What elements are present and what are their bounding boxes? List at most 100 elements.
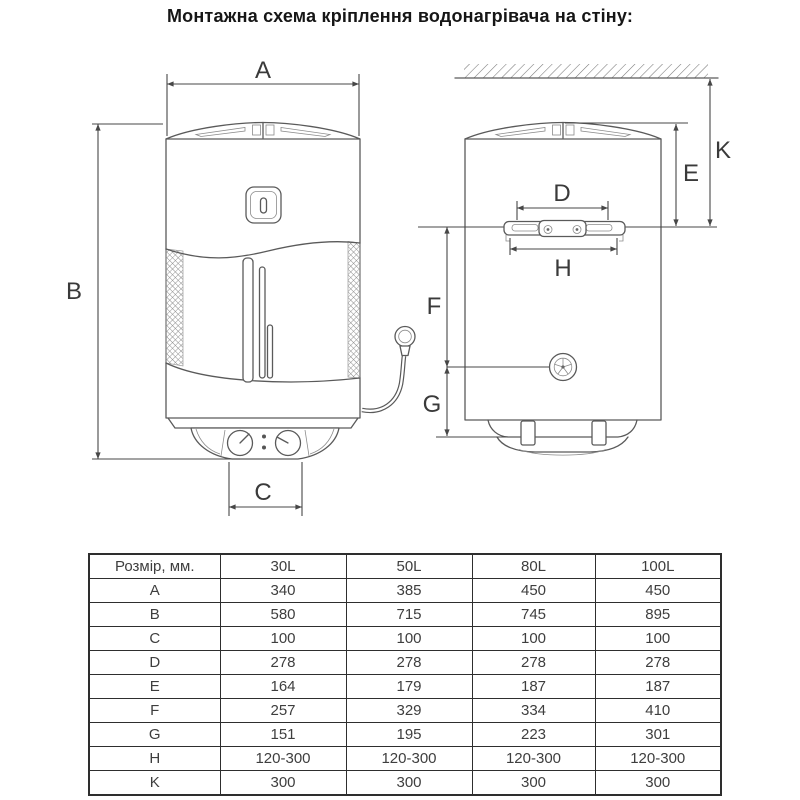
dimension-letter-cell: D [88, 650, 221, 675]
dimension-value-cell: 179 [345, 674, 473, 699]
dimension-value-cell: 187 [471, 674, 596, 699]
dim-g: G [423, 367, 508, 438]
dimension-value-cell: 278 [345, 650, 473, 675]
dimension-value-cell: 278 [219, 650, 347, 675]
dimension-letter-cell: A [88, 578, 221, 603]
dimension-value-cell: 300 [219, 770, 347, 796]
power-plug [394, 325, 416, 357]
rear-body [464, 138, 662, 421]
dim-label-b: B [66, 278, 82, 305]
dim-f: F [427, 227, 450, 367]
rear-view: K E D H F [418, 64, 731, 456]
dimension-letter-cell: K [88, 770, 221, 796]
dimension-value-cell: 580 [219, 602, 347, 627]
col-header-volume: 100L [594, 553, 722, 579]
col-header-volume: 30L [219, 553, 347, 579]
rear-vent-slots [494, 124, 632, 137]
dimension-value-cell: 164 [219, 674, 347, 699]
dimension-value-cell: 257 [219, 698, 347, 723]
col-header-volume: 50L [345, 553, 473, 579]
dim-label-e: E [683, 160, 699, 187]
display-panel [245, 186, 282, 224]
dim-label-a: A [255, 57, 271, 84]
col-header-volume: 80L [471, 553, 596, 579]
dimension-value-cell: 120-300 [594, 746, 722, 771]
front-hatch-bands [165, 241, 361, 379]
dim-a: A [166, 57, 360, 136]
dimension-value-cell: 151 [219, 722, 347, 747]
power-cable [361, 355, 407, 414]
dim-label-d: D [553, 180, 570, 207]
temp-knob-right [274, 429, 302, 457]
temp-knob-left [226, 429, 254, 457]
dimension-value-cell: 100 [345, 626, 473, 651]
dimension-letter-cell: B [88, 602, 221, 627]
pipe-right [591, 420, 607, 446]
front-view: A B C [66, 57, 416, 516]
dim-label-c: C [254, 479, 271, 506]
mounting-bracket [503, 219, 626, 242]
dim-b: B [66, 123, 240, 460]
dimension-value-cell: 120-300 [471, 746, 596, 771]
dimension-value-cell: 100 [594, 626, 722, 651]
dim-label-g: G [423, 391, 442, 418]
dimension-value-cell: 329 [345, 698, 473, 723]
dimension-value-cell: 187 [594, 674, 722, 699]
dimension-value-cell: 100 [471, 626, 596, 651]
dim-label-k: K [715, 137, 731, 164]
pipe-left [520, 420, 536, 446]
dimension-value-cell: 745 [471, 602, 596, 627]
dimension-value-cell: 100 [219, 626, 347, 651]
dimension-value-cell: 300 [345, 770, 473, 796]
dimension-value-cell: 385 [345, 578, 473, 603]
dim-e: E [565, 122, 699, 226]
dim-label-h: H [554, 255, 571, 282]
dimension-value-cell: 334 [471, 698, 596, 723]
dim-k: K [707, 79, 731, 226]
dimension-value-cell: 450 [471, 578, 596, 603]
dimension-value-cell: 120-300 [345, 746, 473, 771]
dimension-letter-cell: G [88, 722, 221, 747]
dimension-value-cell: 300 [471, 770, 596, 796]
dimension-value-cell: 340 [219, 578, 347, 603]
drain-valve-wheel [447, 352, 578, 382]
dim-c: C [228, 462, 303, 516]
indicator-dots [262, 434, 266, 450]
dimension-value-cell: 301 [594, 722, 722, 747]
dimension-value-cell: 278 [594, 650, 722, 675]
dimension-value-cell: 450 [594, 578, 722, 603]
dimension-value-cell: 715 [345, 602, 473, 627]
dimension-letter-cell: C [88, 626, 221, 651]
dimension-value-cell: 300 [594, 770, 722, 796]
heating-tubes [242, 257, 274, 383]
front-vent-slots [194, 124, 332, 137]
mounting-diagram: A B C [66, 57, 731, 516]
bottom-cap [167, 417, 359, 460]
dimension-letter-cell: E [88, 674, 221, 699]
col-header-size: Розмір, мм. [88, 553, 221, 579]
dimension-letter-cell: F [88, 698, 221, 723]
front-upper-wave [165, 241, 361, 259]
dim-d: D [516, 180, 609, 220]
control-pod [190, 427, 340, 460]
ceiling-hatch [454, 64, 719, 79]
dimension-value-cell: 120-300 [219, 746, 347, 771]
dimension-value-cell: 278 [471, 650, 596, 675]
dimension-value-cell: 195 [345, 722, 473, 747]
dim-h: H [509, 238, 618, 282]
dimension-value-cell: 223 [471, 722, 596, 747]
page-title: Монтажна схема кріплення водонагрівача н… [166, 6, 634, 26]
dimension-value-cell: 895 [594, 602, 722, 627]
dim-label-f: F [427, 293, 442, 320]
